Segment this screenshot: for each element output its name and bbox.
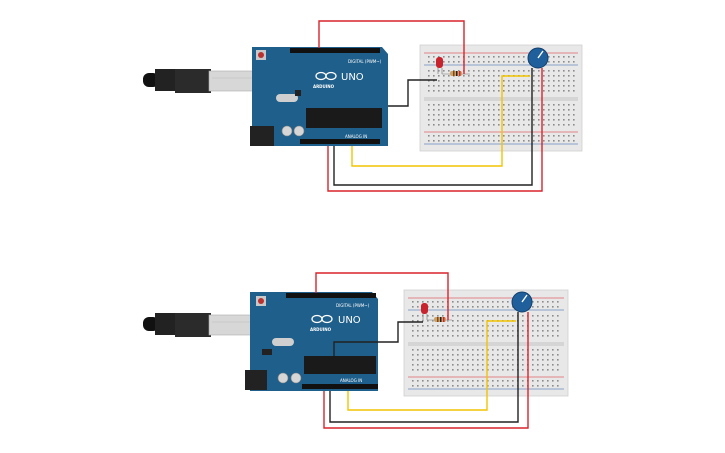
power-jack bbox=[245, 370, 267, 390]
power-analog-header bbox=[302, 384, 378, 389]
crystal bbox=[272, 338, 294, 346]
capacitor-2 bbox=[293, 125, 305, 137]
board-model-label: UNO bbox=[341, 72, 364, 83]
wire-black-gnd[interactable] bbox=[333, 68, 533, 186]
breadboard-holes bbox=[428, 56, 575, 142]
circuit-top[interactable]: UNO ARDUINO DIGITAL (PWM~) ANALOG IN bbox=[143, 20, 583, 192]
digital-header bbox=[290, 48, 380, 53]
board-model-label: UNO bbox=[338, 315, 361, 326]
arduino-uno-board[interactable]: UNO ARDUINO DIGITAL (PWM~) ANALOG IN bbox=[250, 47, 388, 146]
wires-top bbox=[318, 20, 543, 192]
wire-black-gnd[interactable] bbox=[329, 312, 519, 423]
usb-cable[interactable] bbox=[143, 313, 258, 337]
atmega-chip bbox=[304, 356, 376, 374]
wire-red-top-digital[interactable] bbox=[318, 20, 465, 74]
resistor[interactable] bbox=[442, 71, 470, 76]
digital-header bbox=[286, 293, 376, 298]
infinity-logo-right bbox=[325, 71, 337, 81]
wire-red-5v[interactable] bbox=[327, 68, 543, 192]
wire-yellow-analog[interactable] bbox=[347, 320, 516, 411]
analog-label: ANALOG IN bbox=[345, 134, 367, 139]
wire-black-led[interactable] bbox=[388, 79, 437, 107]
arduino-uno-board[interactable]: UNO ARDUINO DIGITAL (PWM~) ANALOG IN bbox=[245, 292, 378, 391]
board-brand-label: ARDUINO bbox=[313, 84, 335, 89]
digital-label: DIGITAL (PWM~) bbox=[348, 59, 382, 64]
breadboard-holes bbox=[412, 301, 559, 387]
capacitor-2 bbox=[290, 372, 302, 384]
power-analog-header bbox=[300, 139, 380, 144]
red-led[interactable] bbox=[421, 303, 428, 320]
wire-red-top-digital[interactable] bbox=[315, 272, 449, 320]
breadboard[interactable] bbox=[403, 289, 569, 397]
power-jack bbox=[250, 126, 274, 146]
usb-cable[interactable] bbox=[143, 69, 258, 93]
potentiometer[interactable] bbox=[511, 291, 533, 313]
wire-black-led[interactable] bbox=[333, 321, 423, 356]
analog-label: ANALOG IN bbox=[340, 378, 362, 383]
circuit-bottom[interactable]: UNO ARDUINO DIGITAL (PWM~) ANALOG IN bbox=[143, 272, 569, 429]
atmega-chip bbox=[306, 108, 382, 128]
potentiometer[interactable] bbox=[527, 47, 549, 69]
capacitor-1 bbox=[277, 372, 289, 384]
capacitor-1 bbox=[281, 125, 293, 137]
wires-bottom bbox=[315, 272, 529, 429]
infinity-logo-right bbox=[321, 314, 333, 324]
wire-yellow-analog[interactable] bbox=[351, 75, 530, 167]
board-brand-label: ARDUINO bbox=[310, 327, 332, 332]
red-led[interactable] bbox=[436, 57, 443, 74]
digital-label: DIGITAL (PWM~) bbox=[336, 303, 370, 308]
breadboard[interactable] bbox=[419, 44, 583, 152]
wire-red-5v[interactable] bbox=[323, 312, 529, 429]
crystal bbox=[276, 94, 298, 102]
